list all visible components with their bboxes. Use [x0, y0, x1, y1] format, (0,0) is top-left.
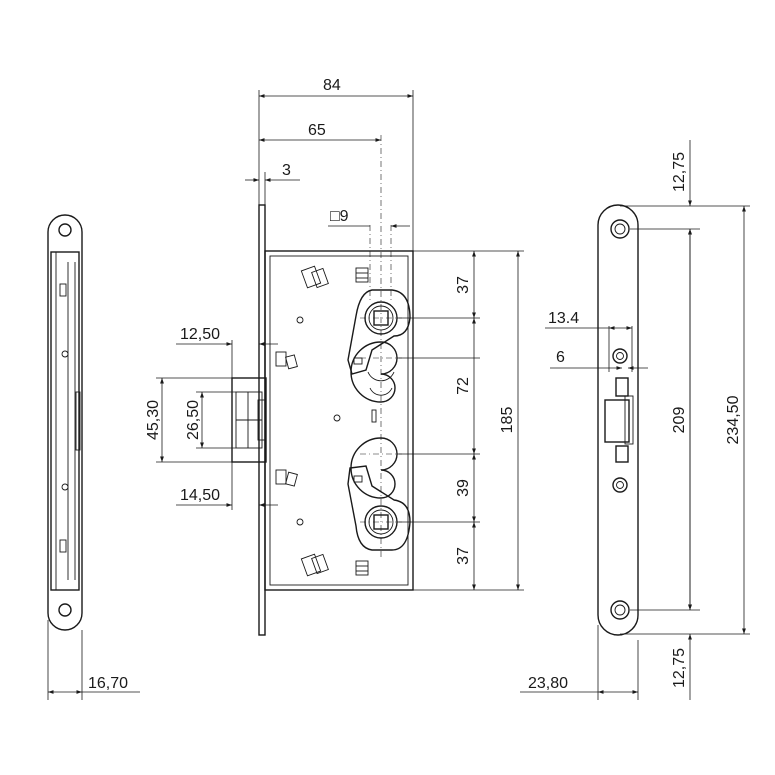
- dim-strike-total-height: 234,50: [725, 395, 742, 444]
- lock-case: [264, 250, 414, 591]
- strike-top-screw-hole: [610, 219, 630, 239]
- lock-body-view: 84 65 3 □9 12,50 14,50 45,30 26,50: [145, 77, 524, 636]
- strike-lower-slot: [615, 445, 629, 463]
- internal-parts: [275, 265, 377, 577]
- faceplate-side-view: 16,70: [47, 214, 140, 700]
- faceplate-top-screw-hole: [58, 223, 72, 237]
- euro-cylinder-hole-2: [350, 437, 398, 499]
- dim-bolt-outer-height: 45,30: [145, 400, 162, 440]
- dim-upper-to-cylinder: 37: [455, 276, 472, 294]
- dim-overall-width: 84: [323, 77, 341, 94]
- strike-plate-view: 13.4 6 12,75 209 12,75 234,50 23,80: [520, 140, 750, 700]
- dim-strike-bottom-margin: 12,75: [671, 648, 688, 688]
- latch-bolt: [231, 377, 267, 463]
- dim-case-height: 185: [499, 407, 516, 434]
- dim-faceplate-thickness: 3: [282, 162, 291, 179]
- dim-spindle-square: □9: [330, 208, 349, 225]
- strike-plate-outline: [597, 204, 639, 636]
- latch-opening: [604, 399, 630, 443]
- dim-strike-top-margin: 12,75: [671, 152, 688, 192]
- dim-backset: 65: [308, 122, 326, 139]
- dim-left-faceplate-width: 16,70: [88, 675, 128, 692]
- euro-cylinder-hole-1: [350, 341, 398, 403]
- dim-cylinder-distance: 72: [455, 377, 472, 395]
- faceplate-bottom-screw-hole: [58, 603, 72, 617]
- strike-bottom-screw-hole: [610, 600, 630, 620]
- dim-bolt-inner-height: 26,50: [185, 400, 202, 440]
- upper-follower-plate: [347, 289, 411, 375]
- dim-strike-depth: 23,80: [528, 675, 568, 692]
- dim-strike-bolt-width: 13.4: [548, 310, 579, 327]
- dim-strike-gap: 6: [556, 349, 565, 366]
- lower-follower-plate: [347, 465, 411, 551]
- dim-strike-hole-pitch: 209: [671, 407, 688, 434]
- strike-upper-slot: [615, 377, 629, 397]
- dim-cylinder-to-lower: 39: [455, 479, 472, 497]
- dim-bolt-offset-bottom: 14,50: [180, 487, 220, 504]
- dim-lower-to-bottom: 37: [455, 547, 472, 565]
- dim-bolt-offset-top: 12,50: [180, 326, 220, 343]
